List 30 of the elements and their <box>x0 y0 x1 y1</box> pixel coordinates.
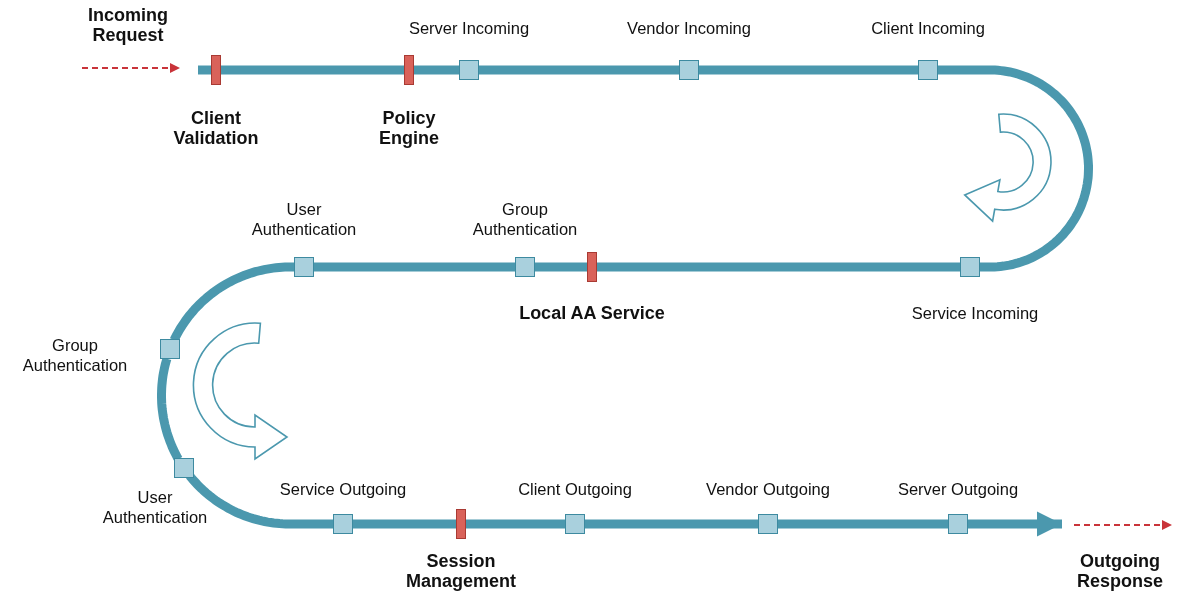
stage-label: Policy Engine <box>378 108 440 148</box>
checkpoint-label: Service Incoming <box>911 303 1039 323</box>
checkpoint-label: Vendor Outgoing <box>706 479 830 499</box>
checkpoint-label: Group Authentication <box>471 199 579 239</box>
pipeline-segment <box>219 65 406 75</box>
checkpoint-label: User Authentication <box>101 487 209 527</box>
stage-label: Local AA Service <box>519 303 665 323</box>
pipeline-segment <box>312 262 517 272</box>
pipeline-segment <box>196 65 212 75</box>
checkpoint-label: User Authentication <box>250 199 358 239</box>
checkpoint-label: Group Authentication <box>21 335 129 375</box>
pipeline-segment <box>412 65 461 75</box>
checkpoint-label: Vendor Incoming <box>627 18 751 38</box>
checkpoint-label: Client Incoming <box>871 18 985 38</box>
pipeline-segment <box>966 511 1063 537</box>
flow-end-label: Outgoing Response <box>1076 551 1164 591</box>
checkpoint-label: Server Incoming <box>408 18 530 38</box>
pipeline-segment <box>351 519 457 529</box>
pipeline-segment <box>534 262 589 272</box>
pipeline-segment <box>936 65 1093 272</box>
checkpoint-label: Client Outgoing <box>518 479 632 499</box>
stage-label: Client Validation <box>172 108 260 148</box>
checkpoint-label: Service Outgoing <box>279 479 407 499</box>
pipeline-segment <box>595 262 962 272</box>
stage-label: Session Management <box>405 551 517 591</box>
pipeline-segment <box>697 65 920 75</box>
pipeline-segment <box>157 357 183 462</box>
pipeline-segment <box>464 519 567 529</box>
flow-end-label: Incoming Request <box>87 5 169 45</box>
checkpoint-label: Server Outgoing <box>897 479 1019 499</box>
